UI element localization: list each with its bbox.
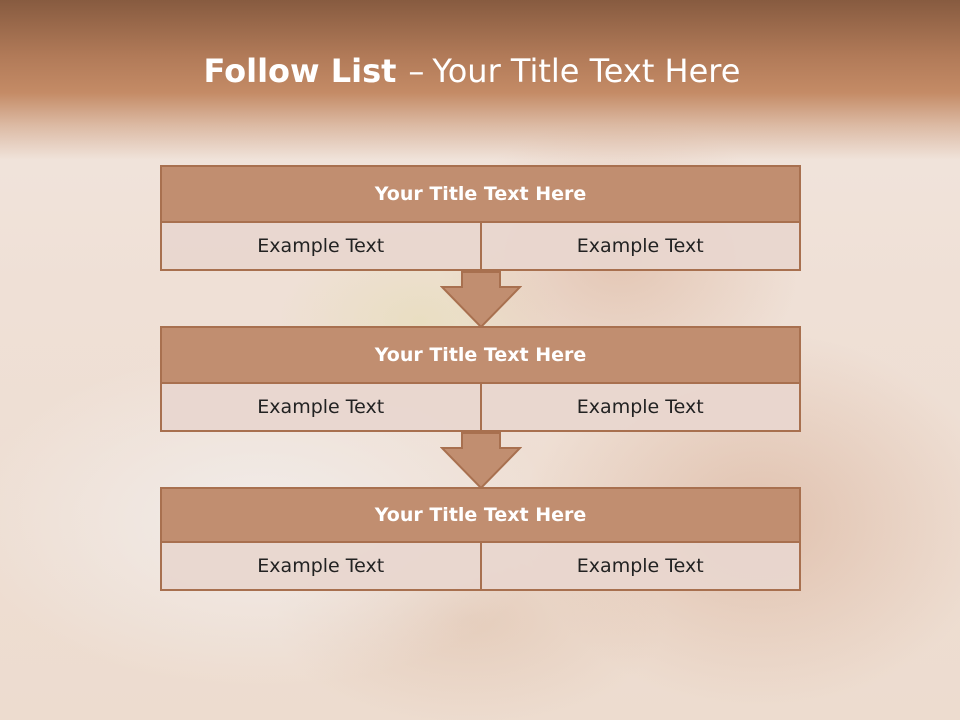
step-1-right-cell: Example Text [481, 221, 801, 271]
step-cells-1: Example Text Example Text [160, 221, 801, 271]
header-band [0, 0, 960, 160]
title-bold: Follow List [203, 52, 397, 90]
step-cells-3: Example Text Example Text [160, 541, 801, 591]
step-1-left-cell: Example Text [160, 221, 482, 271]
step-title-2: Your Title Text Here [160, 326, 801, 384]
down-arrow-icon [440, 271, 522, 329]
title-dash: – [408, 52, 425, 90]
step-block-2: Your Title Text Here Example Text Exampl… [160, 326, 801, 432]
step-3-left-cell: Example Text [160, 541, 482, 591]
step-title-1: Your Title Text Here [160, 165, 801, 223]
step-cells-2: Example Text Example Text [160, 382, 801, 432]
step-block-1: Your Title Text Here Example Text Exampl… [160, 165, 801, 271]
step-2-right-cell: Example Text [481, 382, 801, 432]
step-title-3: Your Title Text Here [160, 487, 801, 543]
page-title: Follow List–Your Title Text Here [0, 52, 944, 90]
title-rest: Your Title Text Here [432, 52, 741, 90]
step-block-3: Your Title Text Here Example Text Exampl… [160, 487, 801, 593]
step-2-left-cell: Example Text [160, 382, 482, 432]
down-arrow-icon [440, 432, 522, 490]
step-3-right-cell: Example Text [481, 541, 801, 591]
